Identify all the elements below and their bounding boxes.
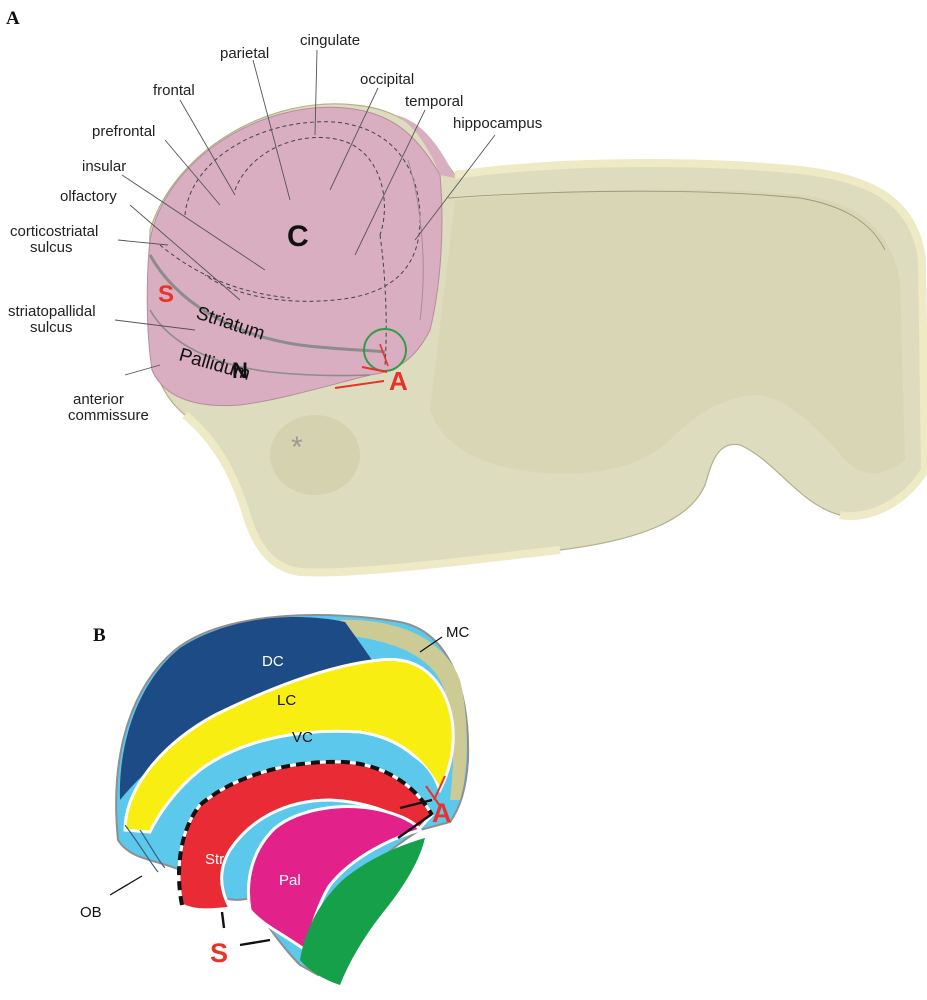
label-corticostriatal-sulcus: sulcus [30, 239, 73, 256]
label-frontal: frontal [153, 82, 195, 99]
panel-a: A [6, 8, 925, 572]
s-marker-b-1 [222, 912, 224, 928]
label-s-mark-a: S [158, 281, 174, 308]
label-pal: Pal [279, 872, 301, 889]
panel-a-letter: A [6, 8, 20, 29]
panel-b-letter: B [93, 625, 106, 646]
label-olfactory: olfactory [60, 188, 117, 205]
label-commissure: commissure [68, 407, 149, 424]
label-prefrontal: prefrontal [92, 123, 155, 140]
label-cortex-c: C [287, 220, 309, 253]
label-a-mark-a: A [389, 366, 408, 396]
label-n: N [232, 358, 248, 383]
label-corticostriatal: corticostriatal [10, 223, 98, 240]
label-lc: LC [277, 692, 296, 709]
asterisk-mark: * [291, 431, 303, 464]
label-anterior: anterior [73, 391, 124, 408]
label-mc: MC [446, 624, 469, 641]
label-hippocampus: hippocampus [453, 115, 542, 132]
label-a-mark-b: A [432, 798, 452, 828]
label-vc: VC [292, 729, 313, 746]
s-marker-b-2 [240, 940, 270, 945]
label-striatopallidal: striatopallidal [8, 303, 96, 320]
medial-wall-shading [430, 190, 905, 474]
label-temporal: temporal [405, 93, 463, 110]
label-insular: insular [82, 158, 126, 175]
label-s-mark-b: S [210, 938, 228, 968]
label-dc: DC [262, 653, 284, 670]
panel-b: B DC LC VC MC Str [80, 615, 469, 985]
label-occipital: occipital [360, 71, 414, 88]
label-parietal: parietal [220, 45, 269, 62]
eminence-bump [270, 415, 360, 495]
label-ob: OB [80, 904, 102, 921]
label-str: Str [205, 851, 224, 868]
label-cingulate: cingulate [300, 32, 360, 49]
label-striatopallidal-sulcus: sulcus [30, 319, 73, 336]
leader-ob [110, 876, 142, 895]
